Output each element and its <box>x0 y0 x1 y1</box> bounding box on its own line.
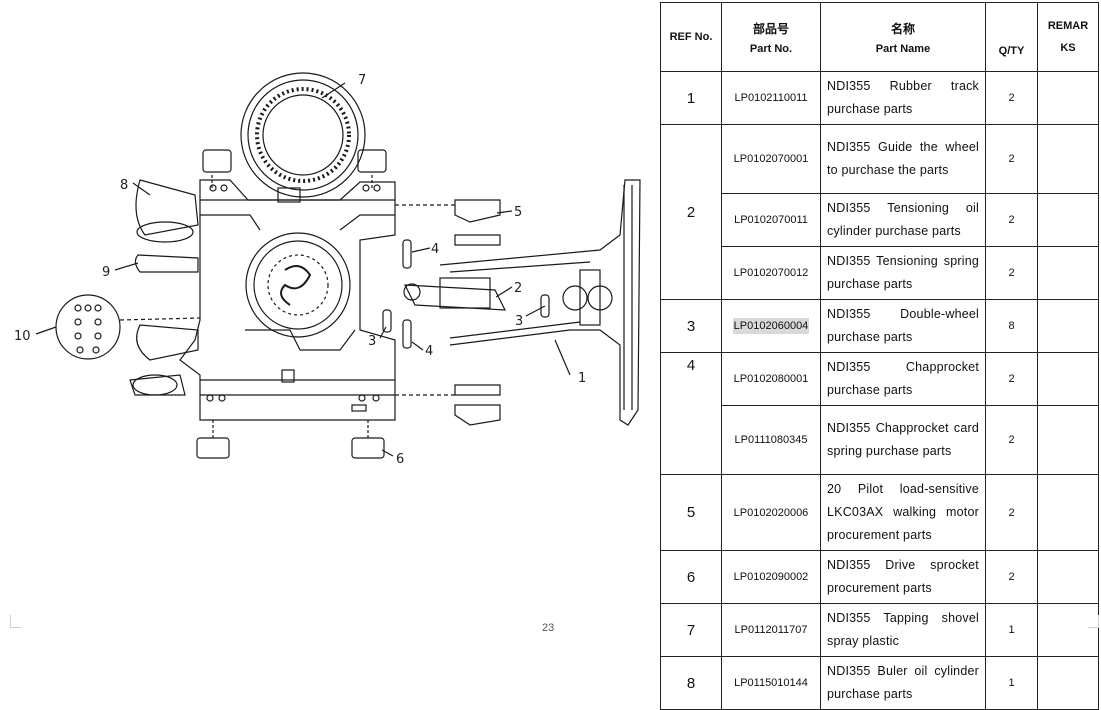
callout-6: 6 <box>396 452 404 467</box>
ref-cell: 6 <box>660 550 722 604</box>
dozer-arm-drawing <box>439 179 641 426</box>
remarks-cell <box>1037 299 1099 353</box>
part-no-cell: LP0112011707 <box>721 603 821 657</box>
cylinder-drawing <box>403 277 506 311</box>
part-no-cell: LP0102060004 <box>721 299 821 353</box>
part-name-cell: NDI355 Tensioning oil cylinder purchase … <box>820 193 986 247</box>
remarks-cell <box>1037 405 1099 475</box>
table-row: LP0111080345 NDI355 Chapprocket card spr… <box>661 405 1099 475</box>
table-header-row: REF No. 部品号 Part No. 名称 Part Name Q/TY R… <box>660 2 1099 72</box>
part-name-cell: NDI355 Buler oil cylinder purchase parts <box>820 656 986 710</box>
callout-5: 5 <box>514 205 522 220</box>
part-no-cell: LP0102110011 <box>721 71 821 125</box>
table-row: 3 LP0102060004 NDI355 Double-wheel purch… <box>660 299 1099 353</box>
header-remarks: REMAR KS <box>1037 2 1099 72</box>
part-name-cell: NDI355 Drive sprocket procurement parts <box>820 550 986 604</box>
slewing-ring-drawing <box>240 72 366 198</box>
qty-cell: 2 <box>985 405 1038 475</box>
header-part-name-cn: 名称 <box>890 21 915 36</box>
remarks-cell <box>1037 474 1099 551</box>
exploded-parts-drawing: 7 8 9 10 5 2 3 3 4 4 1 6 <box>14 72 641 467</box>
qty-cell: 2 <box>985 352 1038 406</box>
remarks-cell <box>1037 550 1099 604</box>
part-name-cell: NDI355 Double-wheel purchase parts <box>820 299 986 353</box>
part-no-cell: LP0115010144 <box>721 656 821 710</box>
header-part-no: 部品号 Part No. <box>721 2 821 72</box>
remarks-cell <box>1037 193 1099 247</box>
table-row: 5 LP0102020006 20 Pilot load-sensitive L… <box>660 474 1099 551</box>
header-part-name: 名称 Part Name <box>820 2 986 72</box>
chassis-frame-drawing <box>179 179 396 421</box>
callout-3-left: 3 <box>368 334 376 349</box>
cover-plate-drawing <box>55 294 201 360</box>
page-corner-mark-right <box>1088 615 1099 628</box>
header-ref: REF No. <box>660 2 722 72</box>
part-no-cell: LP0102080001 <box>721 352 821 406</box>
callout-4-bottom: 4 <box>425 344 433 359</box>
page-corner-mark-left <box>10 615 21 628</box>
header-part-no-cn: 部品号 <box>752 21 789 36</box>
header-remarks-1: REMAR <box>1047 20 1089 32</box>
remarks-cell <box>1037 603 1099 657</box>
ref-cell: 3 <box>660 299 722 353</box>
qty-cell: 2 <box>985 246 1038 300</box>
part-name-cell: NDI355 Guide the wheel to purchase the p… <box>820 124 986 194</box>
part-name-cell: 20 Pilot load-sensitive LKC03AX walking … <box>820 474 986 551</box>
part-name-cell: NDI355 Tapping shovel spray plastic <box>820 603 986 657</box>
part-no-cell: LP0102070011 <box>721 193 821 247</box>
header-qty: Q/TY <box>985 2 1038 72</box>
qty-cell: 1 <box>985 656 1038 710</box>
ref-cell: 7 <box>660 603 722 657</box>
remarks-cell <box>1037 71 1099 125</box>
part-name-cell: NDI355 Tensioning spring purchase parts <box>820 246 986 300</box>
page-number: 23 <box>542 622 555 634</box>
remarks-cell <box>1037 352 1099 406</box>
parts-table: REF No. 部品号 Part No. 名称 Part Name Q/TY R… <box>660 2 1099 710</box>
callout-9: 9 <box>102 265 110 280</box>
part-no-cell: LP0111080345 <box>721 405 821 475</box>
part-no-highlight: LP0102060004 <box>732 318 810 334</box>
table-row: 6 LP0102090002 NDI355 Drive sprocket pro… <box>660 550 1099 604</box>
qty-cell: 1 <box>985 603 1038 657</box>
header-remarks-2: KS <box>1060 42 1076 54</box>
ref-cell: 2 <box>660 124 722 300</box>
part-name-cell: NDI355 Rubber track purchase parts <box>820 71 986 125</box>
header-part-name-en: Part Name <box>875 42 931 55</box>
part-no-cell: LP0102090002 <box>721 550 821 604</box>
remarks-cell <box>1037 124 1099 194</box>
remarks-cell <box>1037 656 1099 710</box>
part-no-cell: LP0102020006 <box>721 474 821 551</box>
table-row: 2 LP0102070001 NDI355 Guide the wheel to… <box>660 124 1099 300</box>
callout-2: 2 <box>514 281 522 296</box>
part-no-cell: LP0102070001 <box>721 124 821 194</box>
callout-1: 1 <box>578 371 586 386</box>
table-row: 7 LP0112011707 NDI355 Tapping shovel spr… <box>660 603 1099 657</box>
callout-8: 8 <box>120 178 128 193</box>
table-row: 8 LP0115010144 NDI355 Buler oil cylinder… <box>660 656 1099 710</box>
remarks-cell <box>1037 246 1099 300</box>
callout-3-right: 3 <box>515 314 523 329</box>
qty-cell: 8 <box>985 299 1038 353</box>
part-name-cell: NDI355 Chapprocket purchase parts <box>820 352 986 406</box>
callout-7: 7 <box>358 73 366 88</box>
qty-cell: 2 <box>985 474 1038 551</box>
table-row: LP0102070012 NDI355 Tensioning spring pu… <box>661 246 1099 300</box>
table-row: LP0102070011 NDI355 Tensioning oil cylin… <box>661 193 1099 247</box>
part-no-cell: LP0102070012 <box>721 246 821 300</box>
callout-10: 10 <box>14 329 31 344</box>
ref-cell: 4 <box>660 352 722 475</box>
left-arm-drawing <box>129 179 199 396</box>
ref-cell: 1 <box>660 71 722 125</box>
qty-cell: 2 <box>985 193 1038 247</box>
table-row: 4 LP0102080001 NDI355 Chapprocket purcha… <box>660 352 1099 475</box>
ref-cell: 5 <box>660 474 722 551</box>
part-name-cell: NDI355 Chapprocket card spring purchase … <box>820 405 986 475</box>
table-row: 1 LP0102110011 NDI355 Rubber track purch… <box>660 71 1099 125</box>
qty-cell: 2 <box>985 124 1038 194</box>
qty-cell: 2 <box>985 71 1038 125</box>
qty-cell: 2 <box>985 550 1038 604</box>
callout-4-top: 4 <box>431 242 439 257</box>
ref-cell: 8 <box>660 656 722 710</box>
header-part-no-en: Part No. <box>749 42 793 55</box>
